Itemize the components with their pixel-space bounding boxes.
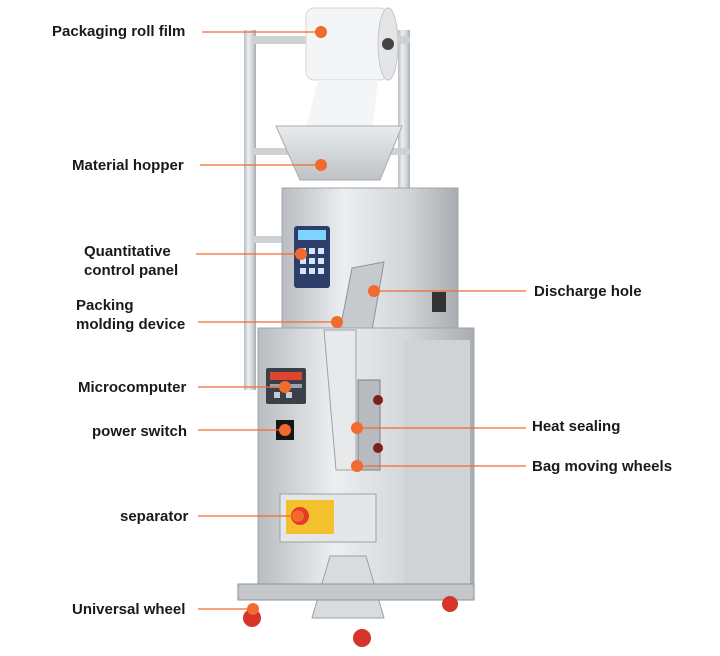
label-microcomputer: Microcomputer bbox=[78, 379, 187, 396]
label-molding-line1: Packing bbox=[76, 297, 134, 314]
frame-post-left bbox=[244, 30, 256, 390]
callout-dot-microcomputer bbox=[279, 381, 291, 393]
label-molding-line2: molding device bbox=[76, 316, 186, 333]
label-control-panel-line2: control panel bbox=[84, 262, 179, 279]
caster-rear bbox=[442, 596, 458, 612]
separator-graphic bbox=[279, 493, 377, 543]
callout-dot-hopper bbox=[315, 159, 327, 171]
label-control-panel: Quantitative control panel bbox=[84, 242, 178, 280]
sealing-wheel-2 bbox=[373, 443, 383, 453]
side-knob bbox=[432, 292, 446, 312]
label-control-panel-line1: Quantitative bbox=[84, 243, 171, 260]
callout-dot-bag-wheels bbox=[351, 460, 363, 472]
label-power-switch: power switch bbox=[92, 423, 188, 440]
label-roll-film: Packaging roll film bbox=[52, 23, 186, 40]
caster-front-right bbox=[353, 629, 371, 647]
callout-dot-discharge bbox=[368, 285, 380, 297]
hopper-graphic bbox=[275, 125, 403, 181]
label-discharge-hole: Discharge hole bbox=[534, 283, 642, 300]
label-bag-moving-wheels: Bag moving wheels bbox=[532, 458, 673, 475]
label-molding-device: Packing molding device bbox=[76, 296, 185, 334]
label-separator: separator bbox=[120, 508, 189, 525]
lower-cabinet-side bbox=[404, 340, 470, 590]
label-heat-sealing: Heat sealing bbox=[532, 418, 621, 435]
callout-dot-heat-sealing bbox=[351, 422, 363, 434]
sealing-wheel-1 bbox=[373, 395, 383, 405]
base-plate bbox=[237, 583, 475, 601]
callout-dot-separator bbox=[292, 510, 304, 522]
label-universal-wheel: Universal wheel bbox=[72, 601, 186, 618]
callout-dot-molding bbox=[331, 316, 343, 328]
callout-dot-power-switch bbox=[279, 424, 291, 436]
label-hopper: Material hopper bbox=[72, 157, 184, 174]
callout-dot-universal-wheel bbox=[247, 603, 259, 615]
callout-dot-control-panel bbox=[295, 248, 307, 260]
callout-dot-roll-film bbox=[315, 26, 327, 38]
